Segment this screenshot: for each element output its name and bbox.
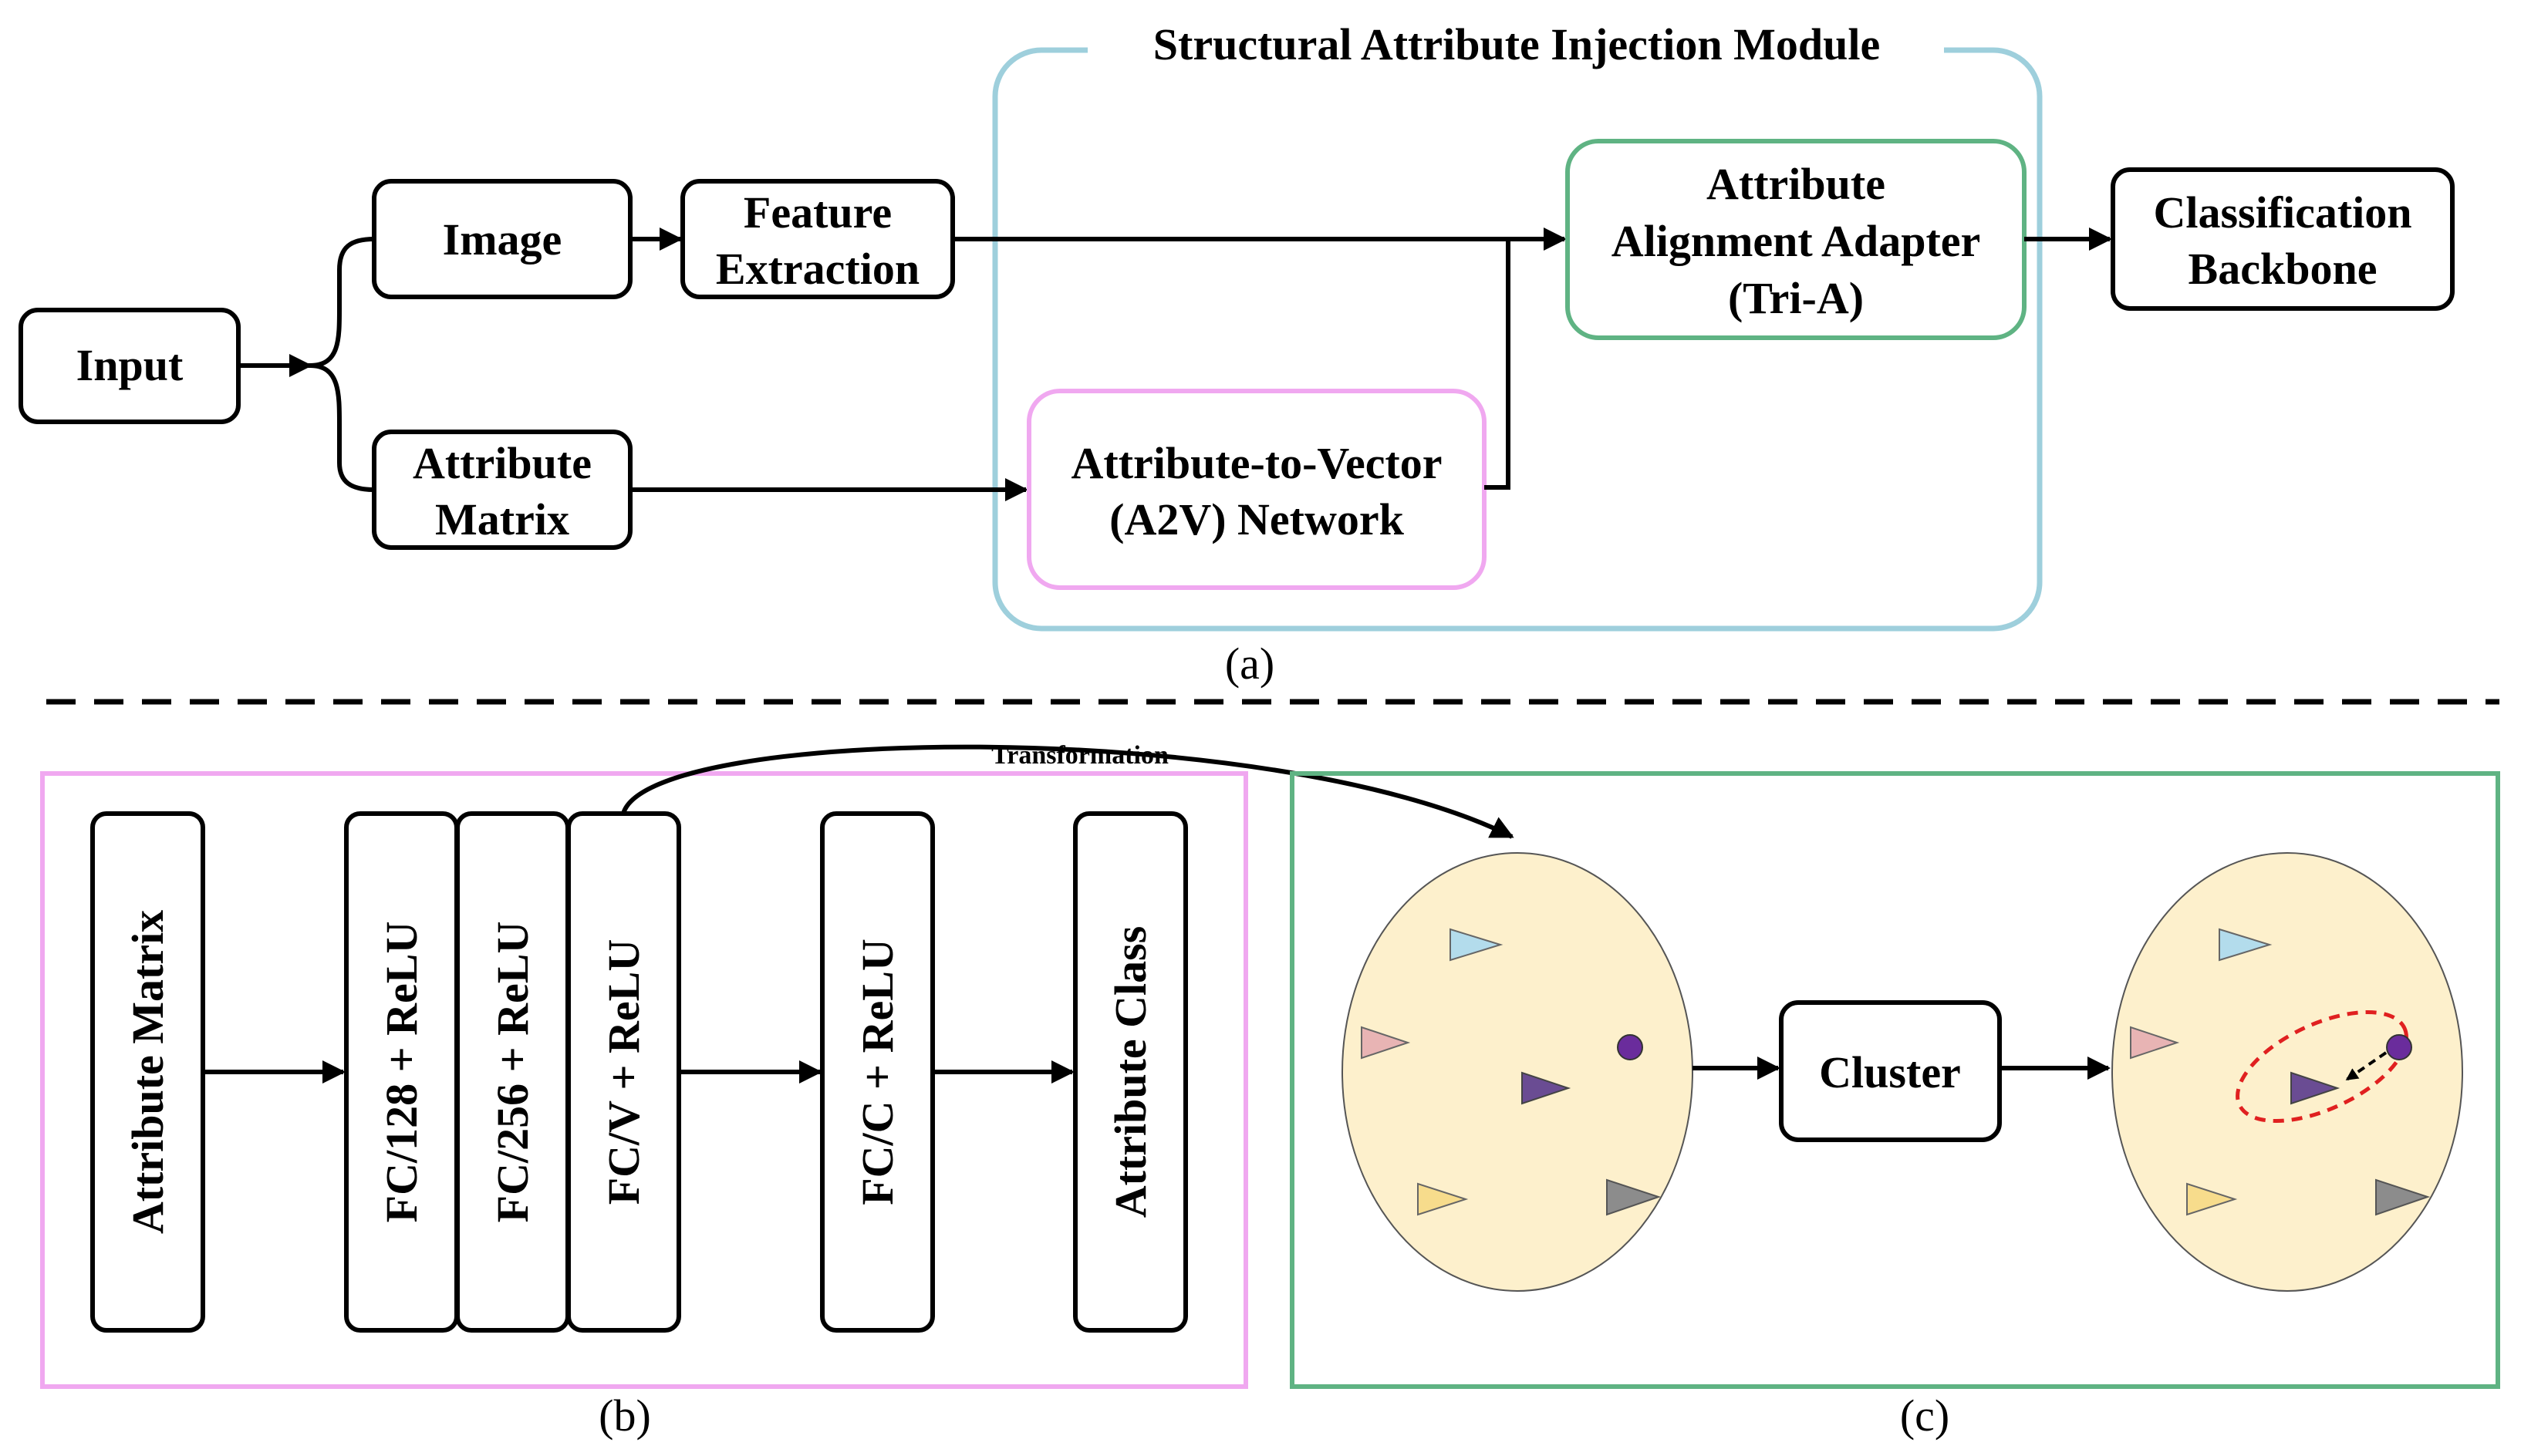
triangle-gray-after [2375,1178,2431,1216]
transformation-arrow [621,744,1514,839]
image-label: Image [443,214,562,265]
a2v-box [1027,389,1487,590]
backbone-label-1: Classification [2153,187,2411,238]
embedding-space-before [1341,852,1693,1292]
transformation-label: Transformation [991,741,1169,770]
layer-attribute-matrix-label: Attribute Matrix [123,910,173,1234]
panel-a: Structural Attribute Injection Module In… [19,19,2455,689]
triangle-blue-after [2219,928,2273,962]
backbone-label-2: Backbone [2189,244,2378,294]
embedding-space-after [2111,852,2463,1292]
feature-extraction-label-2: Extraction [716,244,920,294]
feature-extraction-label-1: Feature [744,187,892,238]
module-title: Structural Attribute Injection Module [1153,19,1880,69]
attraction-arrow [2345,1051,2388,1081]
cluster-label: Cluster [1819,1047,1961,1097]
panel-c: Cluster (c) [1290,771,2500,1441]
layer-fcv-label: FC/V + ReLU [599,939,649,1205]
input-label: Input [76,340,184,390]
a2v-label-2: (A2V) Network [1109,494,1404,544]
tri-a-label-2: Alignment Adapter [1611,216,1981,266]
connector-a2v-to-tri-a [1484,239,1510,490]
triangle-yellow [1417,1182,1469,1216]
attribute-matrix-label-2: Matrix [435,494,569,544]
split-curve-down [309,363,375,492]
point-purple-after [2386,1034,2412,1060]
layer-attribute-class-label: Attribute Class [1105,926,1156,1218]
triangle-blue [1449,928,1503,962]
caption-c: (c) [1900,1390,1949,1441]
tri-a-label-1: Attribute [1706,159,1885,209]
a2v-label-1: Attribute-to-Vector [1072,438,1443,488]
cluster-box [1779,1000,2002,1142]
point-purple [1617,1034,1643,1060]
panel-b: Attribute Matrix FC/128 + ReLU FC/256 + … [40,771,1248,1441]
layer-fcc-label: FC/C + ReLU [852,939,903,1205]
triangle-yellow-after [2186,1182,2238,1216]
backbone-box [2111,167,2455,311]
triangle-purple [1521,1071,1571,1105]
tri-a-label-3: (Tri-A) [1728,273,1864,323]
triangle-purple-after [2290,1071,2340,1105]
triangle-pink [1361,1026,1411,1060]
layer-attribute-class [1073,811,1188,1333]
caption-a: (a) [1225,639,1274,689]
panel-b-border [40,771,1248,1389]
attribute-matrix-label-1: Attribute [413,438,592,488]
caption-b: (b) [599,1390,651,1441]
panel-c-border [1290,771,2500,1389]
triangle-gray [1606,1178,1662,1216]
split-curve-up [309,237,375,368]
layer-fc256-label: FC/256 + ReLU [488,922,538,1223]
cluster-ring [2236,1009,2408,1124]
triangle-pink-after [2130,1026,2180,1060]
layer-fc128-label: FC/128 + ReLU [376,922,427,1223]
